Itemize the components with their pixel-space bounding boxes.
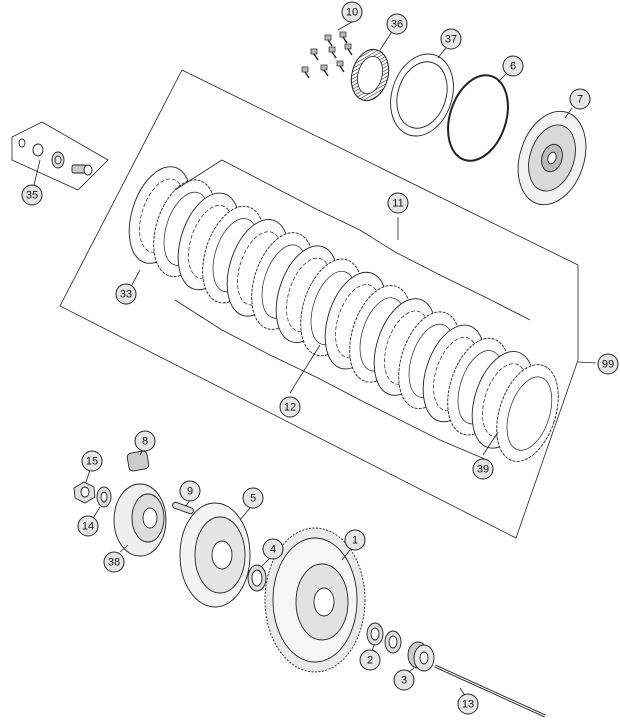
callout-5: 5 [242, 487, 264, 509]
pressure-disc-37 [390, 44, 454, 137]
callout-label: 14 [82, 521, 94, 533]
callout-circle [597, 353, 619, 375]
callout-99: 99 [597, 353, 619, 375]
callout-label: 7 [577, 94, 583, 106]
callout-11: 11 [387, 192, 409, 214]
callout-14: 14 [77, 515, 99, 537]
callout-35: 35 [21, 184, 43, 206]
clutch-plates-stack [128, 166, 559, 462]
callout-circle [134, 430, 156, 452]
callout-12: 12 [279, 396, 301, 418]
callout-label: 4 [270, 544, 276, 556]
callout-circle [77, 515, 99, 537]
callout-9: 9 [179, 480, 201, 502]
callout-33: 33 [115, 283, 137, 305]
callout-circle [279, 396, 301, 418]
callout-circle [502, 55, 524, 77]
callout-label: 1 [352, 535, 358, 547]
nut-15 [73, 469, 96, 504]
callout-label: 5 [250, 493, 256, 505]
callout-label: 3 [401, 675, 407, 687]
bolt [310, 48, 319, 61]
callout-8: 8 [134, 430, 156, 452]
callout-label: 9 [187, 486, 193, 498]
callout-label: 37 [445, 34, 457, 46]
callout-label: 38 [108, 557, 120, 569]
washer-4 [247, 557, 271, 592]
callout-6: 6 [502, 55, 524, 77]
bolt [336, 60, 345, 73]
pin-9 [172, 499, 194, 515]
callout-10: 10 [341, 1, 363, 23]
plate-group-frames [174, 159, 531, 461]
pressure-plate-7 [517, 107, 587, 206]
friction-plate [496, 364, 559, 462]
callout-2: 2 [359, 649, 381, 671]
callout-36: 36 [386, 13, 408, 35]
bolt [339, 31, 348, 44]
callout-37: 37 [440, 28, 462, 50]
callout-circle [341, 1, 363, 23]
callout-circle [472, 458, 494, 480]
callout-label: 12 [284, 402, 296, 414]
clutch-basket-gear-1 [264, 527, 366, 673]
callout-label: 33 [120, 289, 132, 301]
callout-circle [393, 669, 415, 691]
callout-circle [359, 649, 381, 671]
small-parts-group-35 [11, 121, 109, 191]
bolt [328, 46, 337, 59]
callout-circle [21, 184, 43, 206]
bolt [324, 34, 333, 47]
callout-circle [115, 283, 137, 305]
callout-7: 7 [569, 88, 591, 110]
push-rod-13 [434, 664, 546, 718]
callout-13: 13 [457, 693, 479, 715]
bearing-ring-36 [350, 29, 394, 102]
clutch-pack-frame [59, 69, 597, 539]
bolt [320, 64, 329, 77]
callout-label: 10 [346, 7, 358, 19]
callout-circle [387, 192, 409, 214]
callout-circle [457, 693, 479, 715]
callout-label: 39 [477, 464, 489, 476]
callout-label: 13 [462, 699, 474, 711]
washer-14 [91, 486, 112, 521]
callout-circle [179, 480, 201, 502]
callout-circle [262, 538, 284, 560]
callout-39: 39 [472, 458, 494, 480]
bolts-group-10 [301, 21, 353, 79]
callout-circle [81, 450, 103, 472]
sleeve-3 [403, 641, 435, 677]
callout-circle [386, 13, 408, 35]
callout-4: 4 [262, 538, 284, 560]
callout-label: 6 [510, 61, 516, 73]
callout-label: 99 [602, 359, 614, 371]
callout-label: 8 [142, 436, 148, 448]
callout-label: 11 [392, 198, 403, 210]
bolt [344, 43, 353, 56]
callout-circle [103, 551, 125, 573]
callout-15: 15 [81, 450, 103, 472]
callout-label: 15 [86, 456, 98, 468]
callout-38: 38 [103, 551, 125, 573]
callout-circle [242, 487, 264, 509]
callout-label: 2 [367, 655, 373, 667]
callout-label: 36 [391, 19, 403, 31]
bolt [301, 66, 310, 79]
callout-3: 3 [393, 669, 415, 691]
inner-hub-38 [113, 483, 167, 557]
callout-label: 35 [26, 190, 38, 202]
callout-1: 1 [344, 529, 366, 551]
callout-circle [569, 88, 591, 110]
damper-8 [126, 449, 150, 472]
callout-circle [344, 529, 366, 551]
clutch-drum-5 [179, 502, 251, 608]
callout-circle [440, 28, 462, 50]
